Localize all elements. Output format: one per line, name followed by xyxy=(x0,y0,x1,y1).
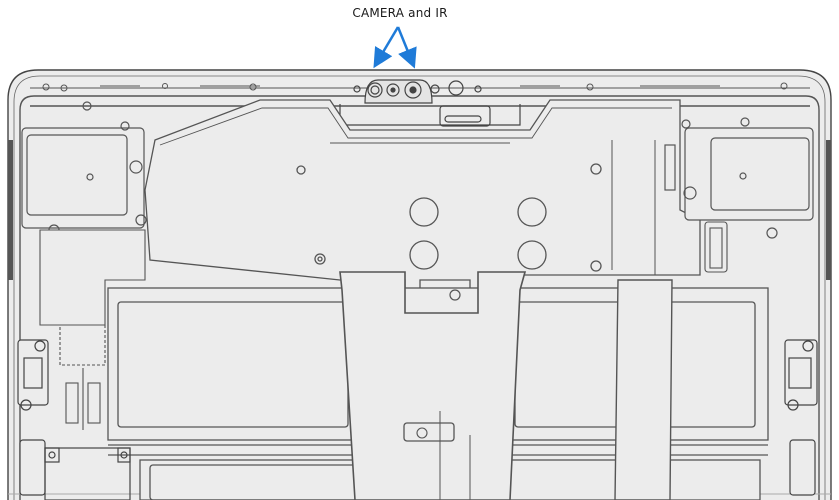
camera-module xyxy=(339,79,521,127)
arrow-to-ir-icon xyxy=(396,26,417,69)
ir-camera-icon xyxy=(404,81,422,99)
left-board xyxy=(39,229,146,430)
right-hinge xyxy=(784,339,818,496)
left-speaker xyxy=(21,101,147,236)
display-flex-cable xyxy=(339,271,527,500)
callout-arrows xyxy=(373,26,417,69)
camera-ir-callout-label: CAMERA and IR xyxy=(352,6,448,20)
front-camera-icon xyxy=(367,82,383,98)
bottom-brackets xyxy=(44,447,131,500)
camera-lens-icon xyxy=(386,83,400,97)
right-connector xyxy=(704,221,728,273)
right-flex-cable xyxy=(614,279,673,500)
arrow-to-camera-icon xyxy=(373,26,400,69)
left-hinge xyxy=(17,339,49,496)
right-speaker xyxy=(664,117,814,239)
